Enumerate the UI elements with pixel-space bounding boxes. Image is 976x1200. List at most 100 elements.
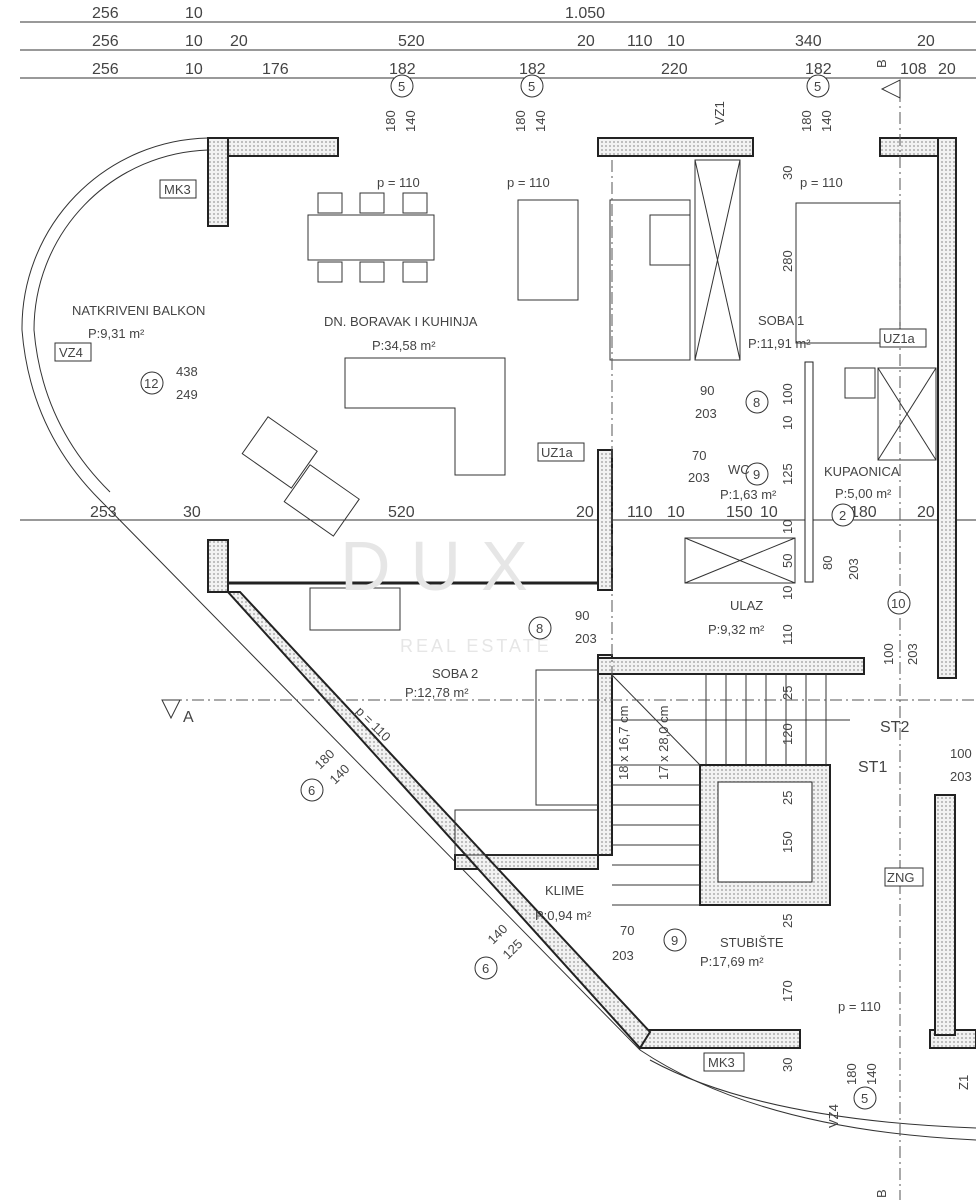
- door-width: 100: [950, 746, 972, 761]
- room-name: ULAZ: [730, 598, 763, 613]
- window-width: 180: [844, 1063, 859, 1085]
- dim: 110: [627, 33, 653, 50]
- dim: 182: [805, 61, 832, 78]
- dining-table: [307, 214, 435, 261]
- room-name: NATKRIVENI BALKON: [72, 303, 205, 318]
- stair-spec: 17 x 28,0 cm: [656, 706, 671, 780]
- staircase: [611, 674, 850, 906]
- room-area: P:11,91 m²: [748, 336, 811, 351]
- dim: 10: [185, 61, 203, 78]
- dim: 520: [398, 33, 425, 50]
- parapet: p = 110: [838, 999, 881, 1014]
- desk: [309, 587, 401, 631]
- section-b-marker-icon: [880, 79, 901, 99]
- parapet: p = 110: [377, 175, 420, 190]
- tag-mk3: MK3: [708, 1055, 735, 1070]
- door-height: 203: [612, 948, 634, 963]
- room-area: P:5,00 m²: [835, 486, 892, 501]
- window-tag: 5: [861, 1091, 868, 1106]
- dimension-row-2: 256 10 20 520 20 110 10 340 20: [92, 33, 935, 50]
- window-tag: 12: [144, 376, 158, 391]
- dim: 1.050: [565, 5, 605, 22]
- dim: 125: [780, 463, 795, 485]
- tag-uz1a: UZ1a: [883, 331, 916, 346]
- dim: 20: [917, 504, 935, 521]
- armchair: [283, 464, 360, 537]
- door-tag: 8: [536, 621, 543, 636]
- dimension-row-3: 256 10 176 182 182 220 182 108 20: [92, 61, 956, 78]
- window-height: 140: [327, 761, 353, 787]
- window-width: 180: [799, 110, 814, 132]
- element-tags: MK3 MK3 VZ4 VZ4 VZ1 Z1 UZ1a UZ1a ZNG ST2…: [54, 101, 971, 1128]
- tag-z1: Z1: [956, 1075, 971, 1090]
- room-name: SOBA 2: [432, 666, 478, 681]
- dim: 10: [667, 504, 685, 521]
- room-area: P:34,58 m²: [372, 338, 436, 353]
- dim: 150: [726, 504, 753, 521]
- tag-vz4: VZ4: [826, 1104, 841, 1128]
- door-tag: 9: [671, 933, 678, 948]
- walls: [207, 137, 976, 1050]
- room-name: KUPAONICA: [824, 464, 900, 479]
- vertical-dimensions: 30 280 100 10 125 10 50 10 110 25 120 25…: [780, 166, 795, 1072]
- room-name: STUBIŠTE: [720, 935, 784, 950]
- bed: [795, 202, 901, 344]
- dim: 20: [230, 33, 248, 50]
- room-area: P:1,63 m²: [720, 487, 777, 502]
- tag-st1: ST1: [858, 759, 887, 776]
- door-width: 100: [881, 643, 896, 665]
- door-tag: 10: [891, 596, 905, 611]
- opening-height: 249: [176, 387, 198, 402]
- dim: 10: [780, 520, 795, 534]
- room-area: P:17,69 m²: [700, 954, 764, 969]
- dim: 182: [389, 61, 416, 78]
- dim: 110: [627, 504, 653, 521]
- kitchen-island: [517, 199, 579, 301]
- door-width: 90: [700, 383, 714, 398]
- dimension-row-1: 256 10 1.050: [92, 5, 605, 22]
- door-width: 90: [575, 608, 589, 623]
- dim: 20: [577, 33, 595, 50]
- watermark-text: REAL ESTATE: [400, 636, 552, 656]
- room-area: P:9,31 m²: [88, 326, 145, 341]
- dim: 256: [92, 61, 119, 78]
- dim: 10: [780, 416, 795, 430]
- window-height: 140: [533, 110, 548, 132]
- dim: 256: [92, 33, 119, 50]
- window-tag: 5: [814, 79, 821, 94]
- door-width: 80: [820, 556, 835, 570]
- stair-spec: 18 x 16,7 cm: [616, 706, 631, 780]
- dim: 170: [780, 980, 795, 1002]
- window-tag: 6: [482, 961, 489, 976]
- balcony-outline: [21, 137, 976, 1141]
- dim: 20: [576, 504, 594, 521]
- dim: 20: [917, 33, 935, 50]
- room-area: P:0,94 m²: [535, 908, 592, 923]
- window-tag: 6: [308, 783, 315, 798]
- section-a-label: A: [183, 709, 194, 726]
- dim: 108: [900, 61, 927, 78]
- window-width: 180: [513, 110, 528, 132]
- room-labels: NATKRIVENI BALKON P:9,31 m² DN. BORAVAK …: [72, 303, 900, 969]
- dim: 176: [262, 61, 289, 78]
- dim: 256: [92, 5, 119, 22]
- section-a-marker-icon: [161, 699, 181, 720]
- window-tag: 5: [528, 79, 535, 94]
- window-width: 180: [383, 110, 398, 132]
- parapet: p = 110: [800, 175, 843, 190]
- room-name: KLIME: [545, 883, 584, 898]
- door-height: 203: [695, 406, 717, 421]
- sink: [844, 367, 876, 399]
- dimension-lines: [20, 21, 976, 521]
- dim: 25: [780, 791, 795, 805]
- door-tag: 2: [839, 508, 846, 523]
- dim: 182: [519, 61, 546, 78]
- dim: 50: [780, 554, 795, 568]
- dim: 280: [780, 250, 795, 272]
- tag-uz1a: UZ1a: [541, 445, 574, 460]
- dim: 30: [780, 166, 795, 180]
- door-height: 203: [846, 558, 861, 580]
- door-height: 203: [575, 631, 597, 646]
- sofa: [344, 357, 506, 476]
- section-b-label-bottom: B: [874, 1189, 889, 1198]
